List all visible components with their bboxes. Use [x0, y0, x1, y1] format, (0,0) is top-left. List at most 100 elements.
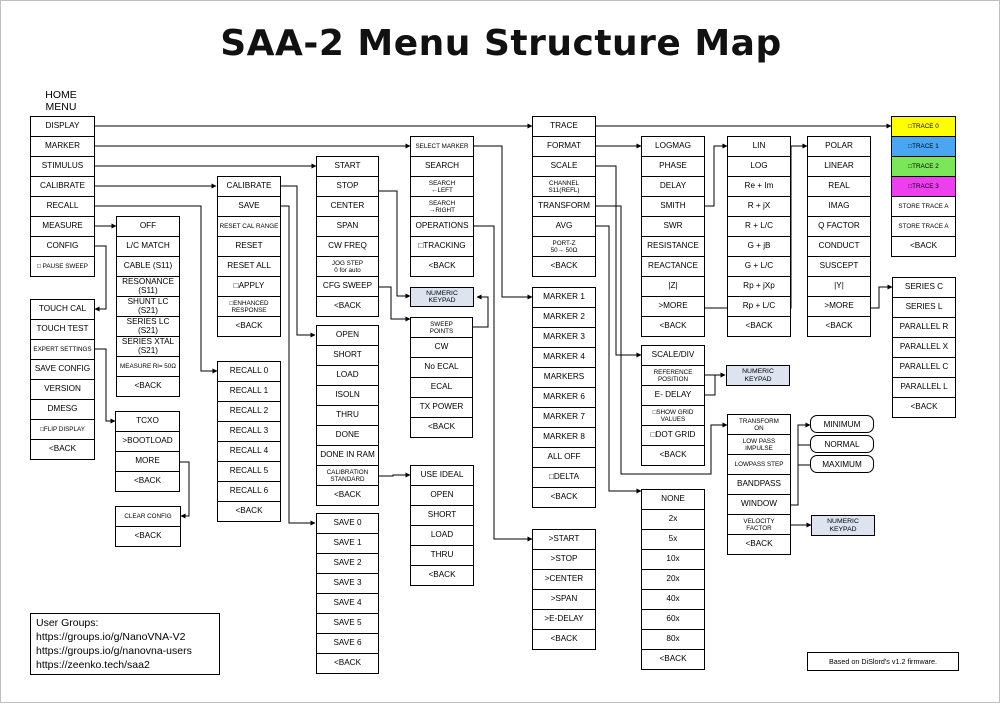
menu-item-back[interactable]: <BACK: [641, 650, 705, 670]
menu-item-calibration-standard[interactable]: CALIBRATION STANDARD: [316, 466, 379, 486]
menu-item-touch-test[interactable]: TOUCH TEST: [30, 320, 95, 340]
menu-item-select-marker[interactable]: SELECT MARKER: [410, 136, 474, 157]
menu-item-resistance[interactable]: RESISTANCE: [641, 237, 705, 257]
menu-item-back[interactable]: <BACK: [115, 472, 180, 492]
menu-item-center[interactable]: >CENTER: [532, 570, 596, 590]
menu-item-recall[interactable]: RECALL: [30, 197, 95, 217]
menu-item-swr[interactable]: SWR: [641, 217, 705, 237]
menu-item-r-l-c[interactable]: R + L/C: [727, 217, 791, 237]
menu-item-phase[interactable]: PHASE: [641, 157, 705, 177]
menu-item-e-delay[interactable]: E- DELAY: [641, 386, 705, 406]
menu-item-save-0[interactable]: SAVE 0: [316, 513, 379, 534]
menu-item-dot-grid[interactable]: □DOT GRID: [641, 426, 705, 446]
user-groups-link[interactable]: https://groups.io/g/nanovna-users: [36, 645, 192, 657]
menu-item-port-z-50-50[interactable]: PORT-Z 50→ 50Ω: [532, 237, 596, 257]
menu-item-save-config[interactable]: SAVE CONFIG: [30, 360, 95, 380]
menu-item-marker-4[interactable]: MARKER 4: [532, 348, 596, 368]
menu-item-back[interactable]: <BACK: [316, 297, 379, 317]
menu-item-none[interactable]: NONE: [641, 489, 705, 510]
menu-item-use-ideal[interactable]: USE IDEAL: [410, 465, 474, 486]
menu-item-reactance[interactable]: REACTANCE: [641, 257, 705, 277]
user-groups-link[interactable]: https://groups.io/g/NanoVNA-V2: [36, 631, 186, 643]
menu-item-apply[interactable]: □APPLY: [217, 277, 281, 297]
menu-item-measure[interactable]: MEASURE: [30, 217, 95, 237]
menu-item-back[interactable]: <BACK: [116, 377, 180, 397]
menu-item-done[interactable]: DONE: [316, 426, 379, 446]
menu-item-bandpass[interactable]: BANDPASS: [727, 475, 791, 495]
menu-item-save-5[interactable]: SAVE 5: [316, 614, 379, 634]
menu-item-save-4[interactable]: SAVE 4: [316, 594, 379, 614]
menu-item-version[interactable]: VERSION: [30, 380, 95, 400]
menu-item-back[interactable]: <BACK: [727, 317, 791, 337]
menu-item-open[interactable]: OPEN: [316, 325, 379, 346]
menu-item-log[interactable]: LOG: [727, 157, 791, 177]
menu-item-back[interactable]: <BACK: [217, 502, 281, 522]
menu-item-marker-1[interactable]: MARKER 1: [532, 287, 596, 308]
menu-item-marker-2[interactable]: MARKER 2: [532, 308, 596, 328]
menu-item-delay[interactable]: DELAY: [641, 177, 705, 197]
menu-item-off[interactable]: OFF: [116, 216, 180, 237]
menu-item-low-pass-impulse[interactable]: LOW PASS IMPULSE: [727, 435, 791, 455]
menu-item-conduct[interactable]: CONDUCT: [807, 237, 871, 257]
menu-item-tx-power[interactable]: TX POWER: [410, 398, 473, 418]
menu-item-resonance-s11[interactable]: RESONANCE (S11): [116, 277, 180, 297]
menu-item-short[interactable]: SHORT: [410, 506, 474, 526]
menu-item-marker-7[interactable]: MARKER 7: [532, 408, 596, 428]
menu-item-save-3[interactable]: SAVE 3: [316, 574, 379, 594]
menu-item-lowpass-step[interactable]: LOWPASS STEP: [727, 455, 791, 475]
menu-item-recall-6[interactable]: RECALL 6: [217, 482, 281, 502]
menu-item-back[interactable]: <BACK: [410, 566, 474, 586]
menu-item-jog-step-0-for-auto[interactable]: JOG STEP 0 for auto: [316, 257, 379, 277]
menu-item-config[interactable]: CONFIG: [30, 237, 95, 257]
menu-item-no-ecal[interactable]: No ECAL: [410, 358, 473, 378]
menu-item-expert-settings[interactable]: EXPERT SETTINGS: [30, 340, 95, 360]
menu-item-series-l[interactable]: SERIES L: [892, 298, 956, 318]
menu-item-save-1[interactable]: SAVE 1: [316, 534, 379, 554]
menu-item-save[interactable]: SAVE: [217, 197, 281, 217]
menu-item-back[interactable]: <BACK: [641, 317, 705, 337]
menu-item-recall-1[interactable]: RECALL 1: [217, 382, 281, 402]
menu-item-done-in-ram[interactable]: DONE IN RAM: [316, 446, 379, 466]
menu-item-stop[interactable]: >STOP: [532, 550, 596, 570]
menu-item-r-jx[interactable]: R + jX: [727, 197, 791, 217]
menu-item-z[interactable]: |Z|: [641, 277, 705, 297]
menu-item-back[interactable]: <BACK: [410, 418, 473, 438]
menu-item-load[interactable]: LOAD: [316, 366, 379, 386]
menu-item-logmag[interactable]: LOGMAG: [641, 136, 705, 157]
menu-item-pause-sweep[interactable]: □ PAUSE SWEEP: [30, 257, 95, 277]
menu-item-search-left[interactable]: SEARCH ←LEFT: [410, 177, 474, 197]
menu-item-open[interactable]: OPEN: [410, 486, 474, 506]
menu-item-channel-s11-refl[interactable]: CHANNEL S11(REFL): [532, 177, 596, 197]
menu-item-back[interactable]: <BACK: [217, 317, 281, 337]
menu-item-delta[interactable]: □DELTA: [532, 468, 596, 488]
menu-item-search[interactable]: SEARCH: [410, 157, 474, 177]
menu-item-short[interactable]: SHORT: [316, 346, 379, 366]
menu-item-re-im[interactable]: Re + Im: [727, 177, 791, 197]
menu-item-l-c-match[interactable]: L/C MATCH: [116, 237, 180, 257]
menu-item-linear[interactable]: LINEAR: [807, 157, 871, 177]
menu-item-back[interactable]: <BACK: [892, 398, 956, 418]
menu-item-cw-freq[interactable]: CW FREQ: [316, 237, 379, 257]
menu-item-save-2[interactable]: SAVE 2: [316, 554, 379, 574]
menu-item-back[interactable]: <BACK: [641, 446, 705, 466]
menu-item-calibrate[interactable]: CALIBRATE: [30, 177, 95, 197]
menu-item-rp-jxp[interactable]: Rp + jXp: [727, 277, 791, 297]
menu-item-trace-2[interactable]: □TRACE 2: [891, 157, 956, 177]
menu-item-real[interactable]: REAL: [807, 177, 871, 197]
menu-item-more[interactable]: >MORE: [641, 297, 705, 317]
menu-item-recall-3[interactable]: RECALL 3: [217, 422, 281, 442]
menu-item-ecal[interactable]: ECAL: [410, 378, 473, 398]
menu-item-marker-8[interactable]: MARKER 8: [532, 428, 596, 448]
menu-item-clear-config[interactable]: CLEAR CONFIG: [115, 506, 181, 527]
menu-item-display[interactable]: DISPLAY: [30, 116, 95, 137]
menu-item-q-factor[interactable]: Q FACTOR: [807, 217, 871, 237]
menu-item-dmesg[interactable]: DMESG: [30, 400, 95, 420]
menu-item-marker-6[interactable]: MARKER 6: [532, 388, 596, 408]
menu-item-e-delay[interactable]: >E-DELAY: [532, 610, 596, 630]
menu-item-back[interactable]: <BACK: [891, 237, 956, 257]
menu-item-markers[interactable]: MARKERS: [532, 368, 596, 388]
menu-item-reset-cal-range[interactable]: RESET CAL RANGE: [217, 217, 281, 237]
menu-item-all-off[interactable]: ALL OFF: [532, 448, 596, 468]
menu-item-store-trace-a[interactable]: STORE TRACE A: [891, 197, 956, 217]
menu-item-save-6[interactable]: SAVE 6: [316, 634, 379, 654]
